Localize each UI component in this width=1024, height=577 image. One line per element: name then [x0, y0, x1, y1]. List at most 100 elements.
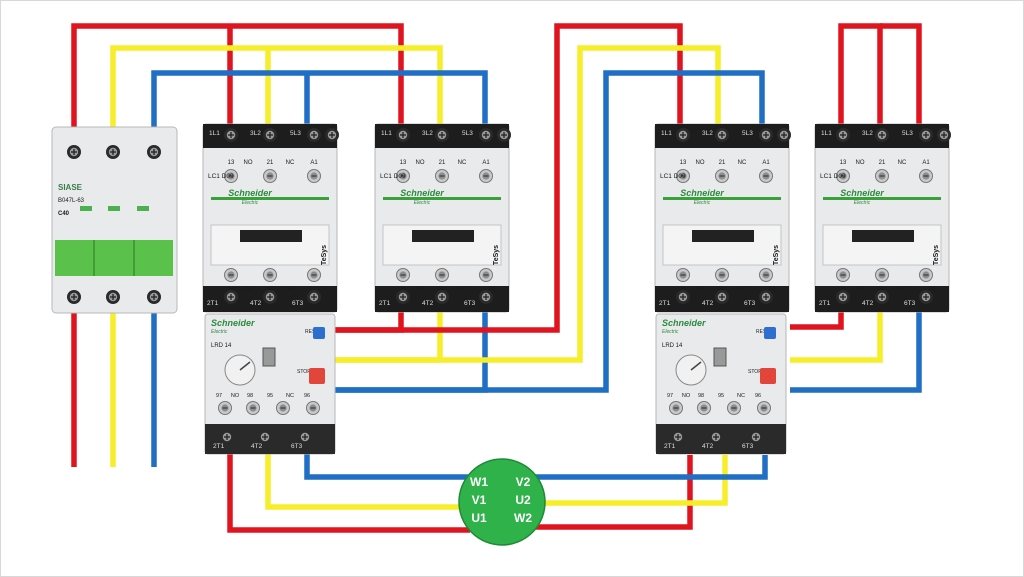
aux-label: 21 — [719, 160, 726, 166]
contactor-indicator — [240, 230, 302, 242]
contactor-indicator — [412, 230, 474, 242]
aux-label: 14 — [840, 286, 846, 292]
breaker-model: B047L-63 — [58, 198, 85, 204]
overload-stop-label: STOP — [748, 369, 762, 375]
contactor-brand: Schneider — [680, 188, 724, 198]
terminal-label: 2T1 — [207, 300, 219, 307]
wires — [71, 23, 922, 533]
wire-yellow-ol1-k3 — [335, 45, 721, 363]
aux-label: NC — [738, 286, 746, 292]
contactor-model: LC1 D09 — [820, 173, 846, 180]
breaker-handles — [55, 240, 173, 276]
aux-label: NC — [898, 286, 906, 292]
breaker-brand: SIASE — [58, 183, 83, 192]
aux-label: A1 — [922, 160, 930, 166]
aux-label: NO — [416, 160, 425, 166]
aux-label: NO — [696, 286, 705, 292]
breaker-indicator — [137, 206, 149, 211]
terminal-label: 5L3 — [462, 130, 473, 137]
aux-label: A2 — [317, 286, 324, 292]
wire-red-ol2-motor — [535, 455, 693, 530]
terminal-label: 4T2 — [702, 300, 714, 307]
aux-label: A1 — [482, 160, 490, 166]
wire-blue-ol1-k3 — [335, 70, 765, 393]
breaker-rating: C40 — [58, 211, 70, 217]
terminal-label: 2T1 — [819, 300, 831, 307]
aux-label: A2 — [929, 286, 936, 292]
terminal-label: 4T2 — [862, 300, 874, 307]
brand-underline — [383, 197, 501, 200]
aux-label: 22 — [439, 286, 445, 292]
aux-label: 13 — [840, 160, 847, 166]
overload-test-slot — [713, 347, 727, 367]
aux-label: NC — [738, 160, 747, 166]
aux-label: 97 — [216, 393, 222, 399]
aux-label: 95 — [718, 393, 724, 399]
terminal-label: 5L3 — [902, 130, 913, 137]
motor-terminal-label: U1 — [471, 511, 487, 525]
wire-yellow-ol2-motor — [535, 455, 728, 506]
aux-label: NC — [286, 286, 294, 292]
contactor-window — [210, 224, 330, 266]
wire-red-ol1-k3 — [335, 23, 683, 333]
aux-label: NO — [244, 160, 253, 166]
aux-label: NO — [856, 160, 865, 166]
contactor-brand-sub: Electric — [854, 200, 871, 206]
aux-label: A2 — [769, 286, 776, 292]
terminal-label: 1L1 — [209, 130, 220, 137]
aux-label: 98 — [698, 393, 704, 399]
terminal-label: 5L3 — [742, 130, 753, 137]
wire-blue-k4-ol2 — [790, 305, 922, 393]
contactor-body — [202, 123, 338, 313]
overload-dial-pointer — [690, 361, 702, 371]
terminal-label: 1L1 — [821, 130, 832, 137]
overload-model: LRD 14 — [662, 343, 683, 349]
contactor-body — [654, 123, 790, 313]
terminal-label: 4T2 — [250, 300, 262, 307]
aux-label: 97 — [667, 393, 673, 399]
motor-terminal-label: W2 — [514, 511, 532, 525]
aux-label: 96 — [304, 393, 310, 399]
contactor-brand-sub: Electric — [414, 200, 431, 206]
aux-label: 14 — [680, 286, 686, 292]
contactor-series: TeSys — [933, 245, 940, 265]
terminal-label: 6T3 — [742, 443, 754, 450]
aux-label: A2 — [489, 286, 496, 292]
contactor-series: TeSys — [321, 245, 328, 265]
aux-label: NC — [458, 160, 467, 166]
contactor-model: LC1 D09 — [660, 173, 686, 180]
aux-label: NO — [416, 286, 425, 292]
terminal-label: 3L2 — [702, 130, 713, 137]
overload-brand: Schneider — [211, 318, 255, 328]
aux-label: NO — [244, 286, 253, 292]
terminal-label: 6T3 — [464, 300, 476, 307]
aux-label: 14 — [228, 286, 234, 292]
breaker-indicator — [108, 206, 120, 211]
aux-label: NO — [696, 160, 705, 166]
aux-label: NO — [856, 286, 865, 292]
aux-label: 13 — [400, 160, 407, 166]
aux-label: 22 — [719, 286, 725, 292]
overload-test-slot — [262, 347, 276, 367]
aux-label: NC — [898, 160, 907, 166]
aux-label: 13 — [680, 160, 687, 166]
motor-circle — [458, 458, 546, 546]
terminal-label: 2T1 — [379, 300, 391, 307]
reset-button — [313, 327, 325, 339]
aux-label: NO — [231, 393, 240, 399]
contactor-indicator — [852, 230, 914, 242]
terminal-label: 1L1 — [661, 130, 672, 137]
terminal-label: 6T3 — [291, 443, 303, 450]
overload-brand-sub: Electric — [662, 329, 679, 335]
terminal-label: 6T3 — [904, 300, 916, 307]
contactor-indicator — [692, 230, 754, 242]
wire-yellow-ol1-motor — [265, 450, 470, 510]
wire-red-k4-bridge-a — [838, 23, 883, 132]
contactor-brand: Schneider — [228, 188, 272, 198]
overload-relay-ol1: SchneiderElectricRESETLRD 14STOP97NO9895… — [204, 313, 336, 455]
